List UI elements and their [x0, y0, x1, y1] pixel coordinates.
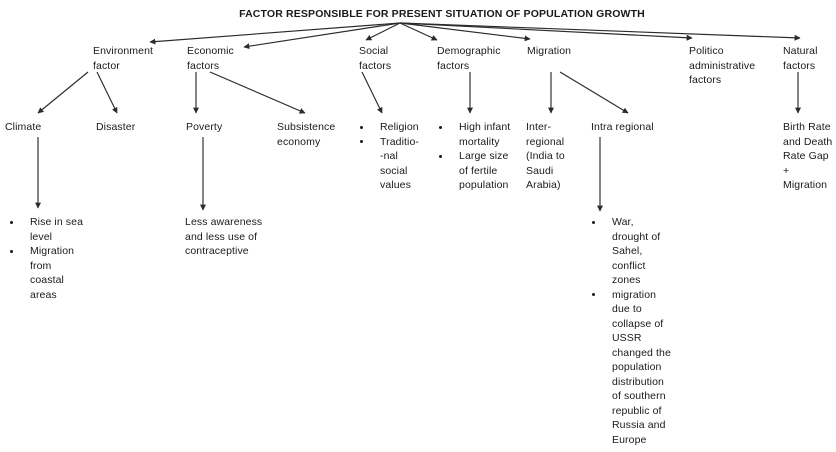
node-social-factors[interactable]: Social factors [359, 44, 429, 73]
node-label: Social factors [359, 45, 392, 72]
node-subsistence-economy[interactable]: Subsistence economy [277, 120, 355, 149]
node-climate[interactable]: Climate [5, 120, 85, 135]
node-migration[interactable]: Migration [527, 44, 607, 59]
list-item-text: Rise in sea level [30, 216, 84, 243]
node-birth-death-rate-gap[interactable]: Birth Rate and Death Rate Gap + Migratio… [783, 120, 836, 193]
list-item-text: High infant mortality [459, 121, 511, 148]
node-economic-factors[interactable]: Economic factors [187, 44, 277, 73]
diagram-title: FACTOR RESPONSIBLE FOR PRESENT SITUATION… [239, 8, 645, 20]
list-item-text: War, drought of Sahel, conflict zones [612, 216, 661, 286]
node-migration-causes[interactable]: War, drought of Sahel, conflict zones mi… [590, 215, 676, 447]
node-politico-administrative-factors[interactable]: Politico administrative factors [689, 44, 781, 88]
node-label: Demographic factors [437, 45, 501, 72]
node-label: Environment factor [93, 45, 154, 72]
list-item: Migration from coastal areas [8, 244, 94, 302]
node-label: Economic factors [187, 45, 234, 72]
list-item: Religion [358, 120, 434, 135]
node-disaster[interactable]: Disaster [96, 120, 176, 135]
list-item-text: Large size of fertile population [459, 150, 509, 191]
list-item: Large size of fertile population [437, 149, 521, 193]
node-label: Less awareness and less use of contracep… [185, 216, 263, 257]
list-item: Rise in sea level [8, 215, 94, 244]
node-label: Birth Rate and Death Rate Gap + Migratio… [783, 121, 833, 191]
list-item-text: migration due to collapse of USSR change… [612, 288, 671, 446]
node-label: Subsistence economy [277, 121, 336, 148]
node-label: Inter- regional (India to Saudi Arabia) [526, 121, 565, 191]
node-label: Intra regional [591, 121, 654, 133]
node-social-factor-items[interactable]: Religion Traditio- -nal social values [358, 120, 434, 193]
node-label: Disaster [96, 121, 136, 133]
node-poverty-effects[interactable]: Less awareness and less use of contracep… [185, 215, 281, 259]
node-label: Poverty [186, 121, 223, 133]
node-natural-factors[interactable]: Natural factors [783, 44, 836, 73]
list-item-text: Traditio- -nal social values [380, 135, 420, 192]
node-climate-effects[interactable]: Rise in sea level Migration from coastal… [8, 215, 94, 302]
node-intra-regional[interactable]: Intra regional [591, 120, 687, 135]
node-label: Climate [5, 121, 42, 133]
node-label: Natural factors [783, 45, 818, 72]
node-demographic-factors[interactable]: Demographic factors [437, 44, 523, 73]
list-item: migration due to collapse of USSR change… [590, 288, 676, 448]
node-poverty[interactable]: Poverty [186, 120, 266, 135]
node-label: Politico administrative factors [689, 45, 756, 86]
list-item: War, drought of Sahel, conflict zones [590, 215, 676, 288]
node-label: Migration [527, 45, 572, 57]
list-item-text: Religion [380, 121, 419, 133]
node-environment-factor[interactable]: Environment factor [93, 44, 183, 73]
node-demographic-factor-items[interactable]: High infant mortality Large size of fert… [437, 120, 521, 193]
list-item: High infant mortality [437, 120, 521, 149]
node-inter-regional[interactable]: Inter- regional (India to Saudi Arabia) [526, 120, 584, 193]
list-item: Traditio- -nal social values [358, 135, 434, 193]
list-item-text: Migration from coastal areas [30, 245, 75, 301]
